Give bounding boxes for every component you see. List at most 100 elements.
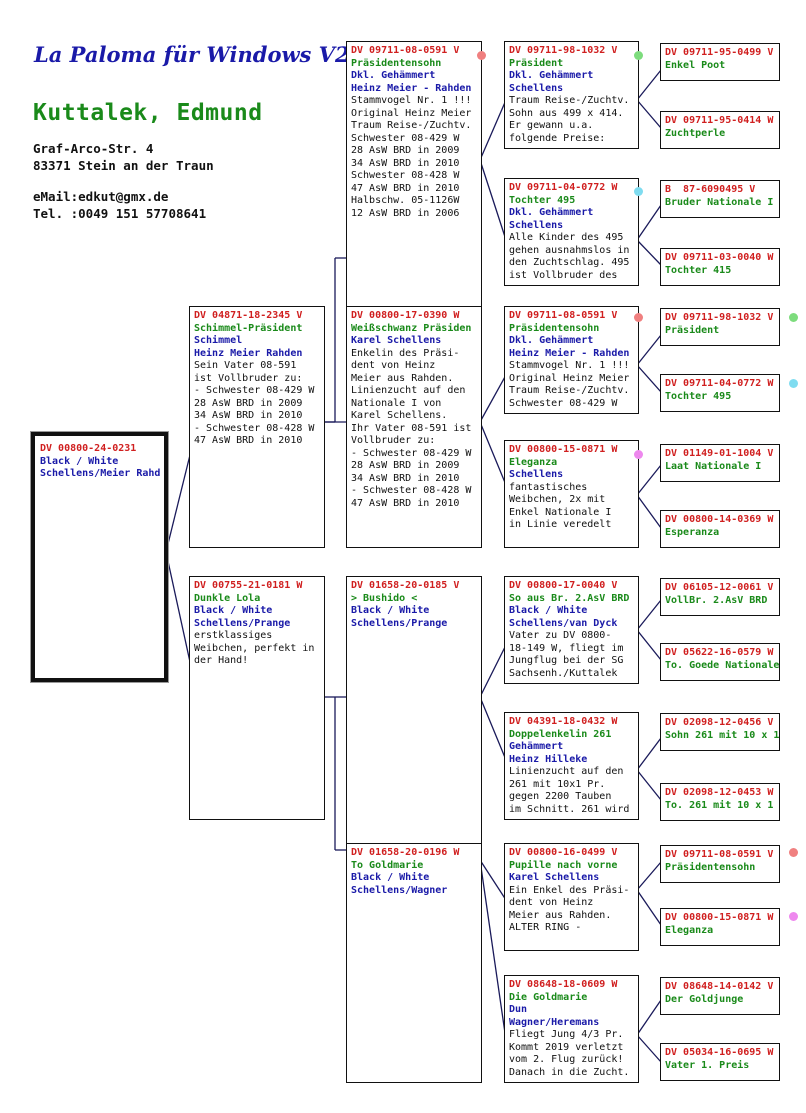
ring-number: DV 02098-12-0456 V (665, 717, 774, 728)
marker-dot-green (634, 51, 643, 60)
pedigree-card-mm[interactable]: DV 01658-20-0196 W To Goldmarie Black / … (346, 843, 482, 1083)
pigeon-name: Laat Nationale I (665, 460, 762, 472)
pigeon-name: Präsidentensohn (665, 861, 756, 873)
ring-number: DV 09711-98-1032 V (509, 45, 618, 56)
pedigree-card-father[interactable]: DV 04871-18-2345 V Schimmel-Präsident Sc… (189, 306, 325, 548)
pedigree-card-mother[interactable]: DV 00755-21-0181 W Dunkle Lola Black / W… (189, 576, 325, 820)
pigeon-desc: Fliegt Jung 4/3 Pr. Kommt 2019 verletzt … (509, 1029, 630, 1078)
ring-number: DV 09711-03-0040 W (665, 252, 774, 263)
pedigree-card-g3[interactable]: B 87-6090495 V Bruder Nationale I (660, 180, 780, 218)
pigeon-color: Black / White (509, 605, 588, 616)
pedigree-card-mfm[interactable]: DV 04391-18-0432 W Doppelenkelin 261 Geh… (504, 712, 639, 820)
pigeon-color: Schimmel (194, 335, 243, 346)
marker-dot-cyan (634, 187, 643, 196)
pedigree-card-g8[interactable]: DV 00800-14-0369 W Esperanza (660, 510, 780, 548)
ring-number: DV 04391-18-0432 W (509, 716, 618, 727)
pedigree-card-mff[interactable]: DV 00800-17-0040 V So aus Br. 2.AsV BRD … (504, 576, 639, 684)
pedigree-card-g12[interactable]: DV 02098-12-0453 W To. 261 mit 10 x 1 (660, 783, 780, 821)
pedigree-card-mmm[interactable]: DV 08648-18-0609 W Die Goldmarie Dun Wag… (504, 975, 639, 1083)
ring-number: DV 09711-95-0499 V (665, 47, 774, 58)
pigeon-name: Tochter 415 (665, 264, 732, 276)
pigeon-breeder: Wagner/Heremans (509, 1016, 600, 1028)
ring-number: DV 00800-14-0369 W (665, 514, 774, 525)
owner-street: Graf-Arco-Str. 4 (33, 141, 154, 156)
pedigree-card-g1[interactable]: DV 09711-95-0499 V Enkel Poot (660, 43, 780, 81)
pigeon-breeder: Heinz Meier Rahden (194, 347, 303, 359)
ring-number: DV 08648-14-0142 V (665, 981, 774, 992)
ring-number: DV 00800-17-0390 W (351, 310, 460, 321)
owner-email: eMail:edkut@gmx.de (33, 189, 169, 204)
pigeon-breeder: Schellens/Wagner (351, 884, 448, 896)
pigeon-breeder: Karel Schellens (351, 335, 442, 346)
pedigree-card-g13[interactable]: DV 09711-08-0591 V Präsidentensohn (660, 845, 780, 883)
pedigree-card-g10[interactable]: DV 05622-16-0579 W To. Goede Nationale (660, 643, 780, 681)
pedigree-card-g7[interactable]: DV 01149-01-1004 V Laat Nationale I (660, 444, 780, 482)
pedigree-card-ffm[interactable]: DV 09711-04-0772 W Tochter 495 Dkl. Gehä… (504, 178, 639, 286)
ring-number: DV 09711-08-0591 V (665, 849, 774, 860)
marker-dot-red (789, 848, 798, 857)
pedigree-card-g2[interactable]: DV 09711-95-0414 W Zuchtperle (660, 111, 780, 149)
pigeon-name: Die Goldmarie (509, 991, 588, 1003)
pedigree-card-main[interactable]: DV 00800-24-0231 Black / White Schellens… (31, 432, 168, 682)
pigeon-color: Dkl. Gehämmert (509, 70, 594, 81)
pigeon-name: So aus Br. 2.AsV BRD (509, 592, 630, 604)
ring-number: DV 09711-98-1032 V (665, 312, 774, 323)
pedigree-card-fff[interactable]: DV 09711-98-1032 V Präsident Dkl. Gehämm… (504, 41, 639, 149)
ring-number: DV 01658-20-0196 W (351, 847, 460, 858)
pigeon-name: To Goldmarie (351, 859, 424, 871)
pedigree-card-g4[interactable]: DV 09711-03-0040 W Tochter 415 (660, 248, 780, 286)
pedigree-card-g14[interactable]: DV 00800-15-0871 W Eleganza (660, 908, 780, 946)
pigeon-breeder: Schellens (509, 219, 564, 231)
ring-number: DV 01658-20-0185 V (351, 580, 460, 591)
pedigree-card-fmm[interactable]: DV 00800-15-0871 W Eleganza Schellens fa… (504, 440, 639, 548)
marker-dot-magenta (634, 450, 643, 459)
pigeon-name: To. 261 mit 10 x 1 (665, 799, 774, 811)
pigeon-name: VollBr. 2.AsV BRD (665, 594, 768, 606)
pedigree-card-g5[interactable]: DV 09711-98-1032 V Präsident (660, 308, 780, 346)
pigeon-name: Eleganza (509, 456, 558, 468)
pigeon-name: > Bushido < (351, 592, 418, 604)
ring-number: DV 02098-12-0453 W (665, 787, 774, 798)
pedigree-card-fmf[interactable]: DV 09711-08-0591 V Präsidentensohn Dkl. … (504, 306, 639, 414)
pigeon-desc: Traum Reise-/Zuchtv. Sohn aus 499 x 414.… (509, 95, 630, 144)
pigeon-name: Weißschwanz Präsiden (351, 322, 472, 334)
pigeon-desc: Stammvogel Nr. 1 !!! Original Heinz Meie… (351, 95, 472, 219)
pigeon-color: Black / White (351, 605, 430, 616)
pigeon-name: Pupille nach vorne (509, 859, 618, 871)
pigeon-desc: Linienzucht auf den 261 mit 10x1 Pr. geg… (509, 766, 630, 815)
pigeon-name: Tochter 495 (665, 390, 732, 402)
owner-phone: Tel. :0049 151 57708641 (33, 206, 207, 221)
pedigree-card-g15[interactable]: DV 08648-14-0142 V Der Goldjunge (660, 977, 780, 1015)
pigeon-desc: Vater zu DV 0800- 18-149 W, fliegt im Ju… (509, 630, 624, 679)
ring-number: DV 00800-15-0871 W (509, 444, 618, 455)
pedigree-card-g16[interactable]: DV 05034-16-0695 W Vater 1. Preis (660, 1043, 780, 1081)
pedigree-card-fm[interactable]: DV 00800-17-0390 W Weißschwanz Präsiden … (346, 306, 482, 548)
pigeon-desc: Ein Enkel des Präsi- dent von Heinz Meie… (509, 884, 630, 934)
ring-number: DV 05034-16-0695 W (665, 1047, 774, 1058)
owner-name: Kuttalek, Edmund (33, 100, 263, 126)
pigeon-breeder: Karel Schellens (509, 872, 600, 883)
pigeon-name: Präsidentensohn (509, 322, 600, 334)
pigeon-color: Black / White (351, 872, 430, 883)
pigeon-breeder: Heinz Hilleke (509, 753, 588, 765)
marker-dot-magenta (789, 912, 798, 921)
pigeon-name: Präsidentensohn (351, 57, 442, 69)
pigeon-desc: erstklassiges Weibchen, perfekt in der H… (194, 630, 315, 666)
marker-dot-red (634, 313, 643, 322)
ring-number: DV 00755-21-0181 W (194, 580, 303, 591)
pedigree-card-g9[interactable]: DV 06105-12-0061 V VollBr. 2.AsV BRD (660, 578, 780, 616)
pigeon-name: Präsident (509, 57, 564, 69)
pedigree-card-mmf[interactable]: DV 00800-16-0499 V Pupille nach vorne Ka… (504, 843, 639, 951)
pigeon-name: Dunkle Lola (194, 592, 261, 604)
pigeon-name: To. Goede Nationale (665, 659, 780, 671)
pigeon-desc: Enkelin des Präsi- dent von Heinz Meier … (351, 347, 472, 509)
pigeon-color: Dkl. Gehämmert (351, 70, 436, 81)
pigeon-color: Dun (509, 1004, 528, 1015)
ring-number: DV 08648-18-0609 W (509, 979, 618, 990)
pigeon-name: Zuchtperle (665, 127, 726, 139)
pigeon-breeder: Schellens/van Dyck (509, 617, 618, 629)
pedigree-card-g11[interactable]: DV 02098-12-0456 V Sohn 261 mit 10 x 1 (660, 713, 780, 751)
pedigree-card-g6[interactable]: DV 09711-04-0772 W Tochter 495 (660, 374, 780, 412)
ring-number: DV 00800-15-0871 W (665, 912, 774, 923)
pigeon-name: Sohn 261 mit 10 x 1 (665, 729, 780, 741)
